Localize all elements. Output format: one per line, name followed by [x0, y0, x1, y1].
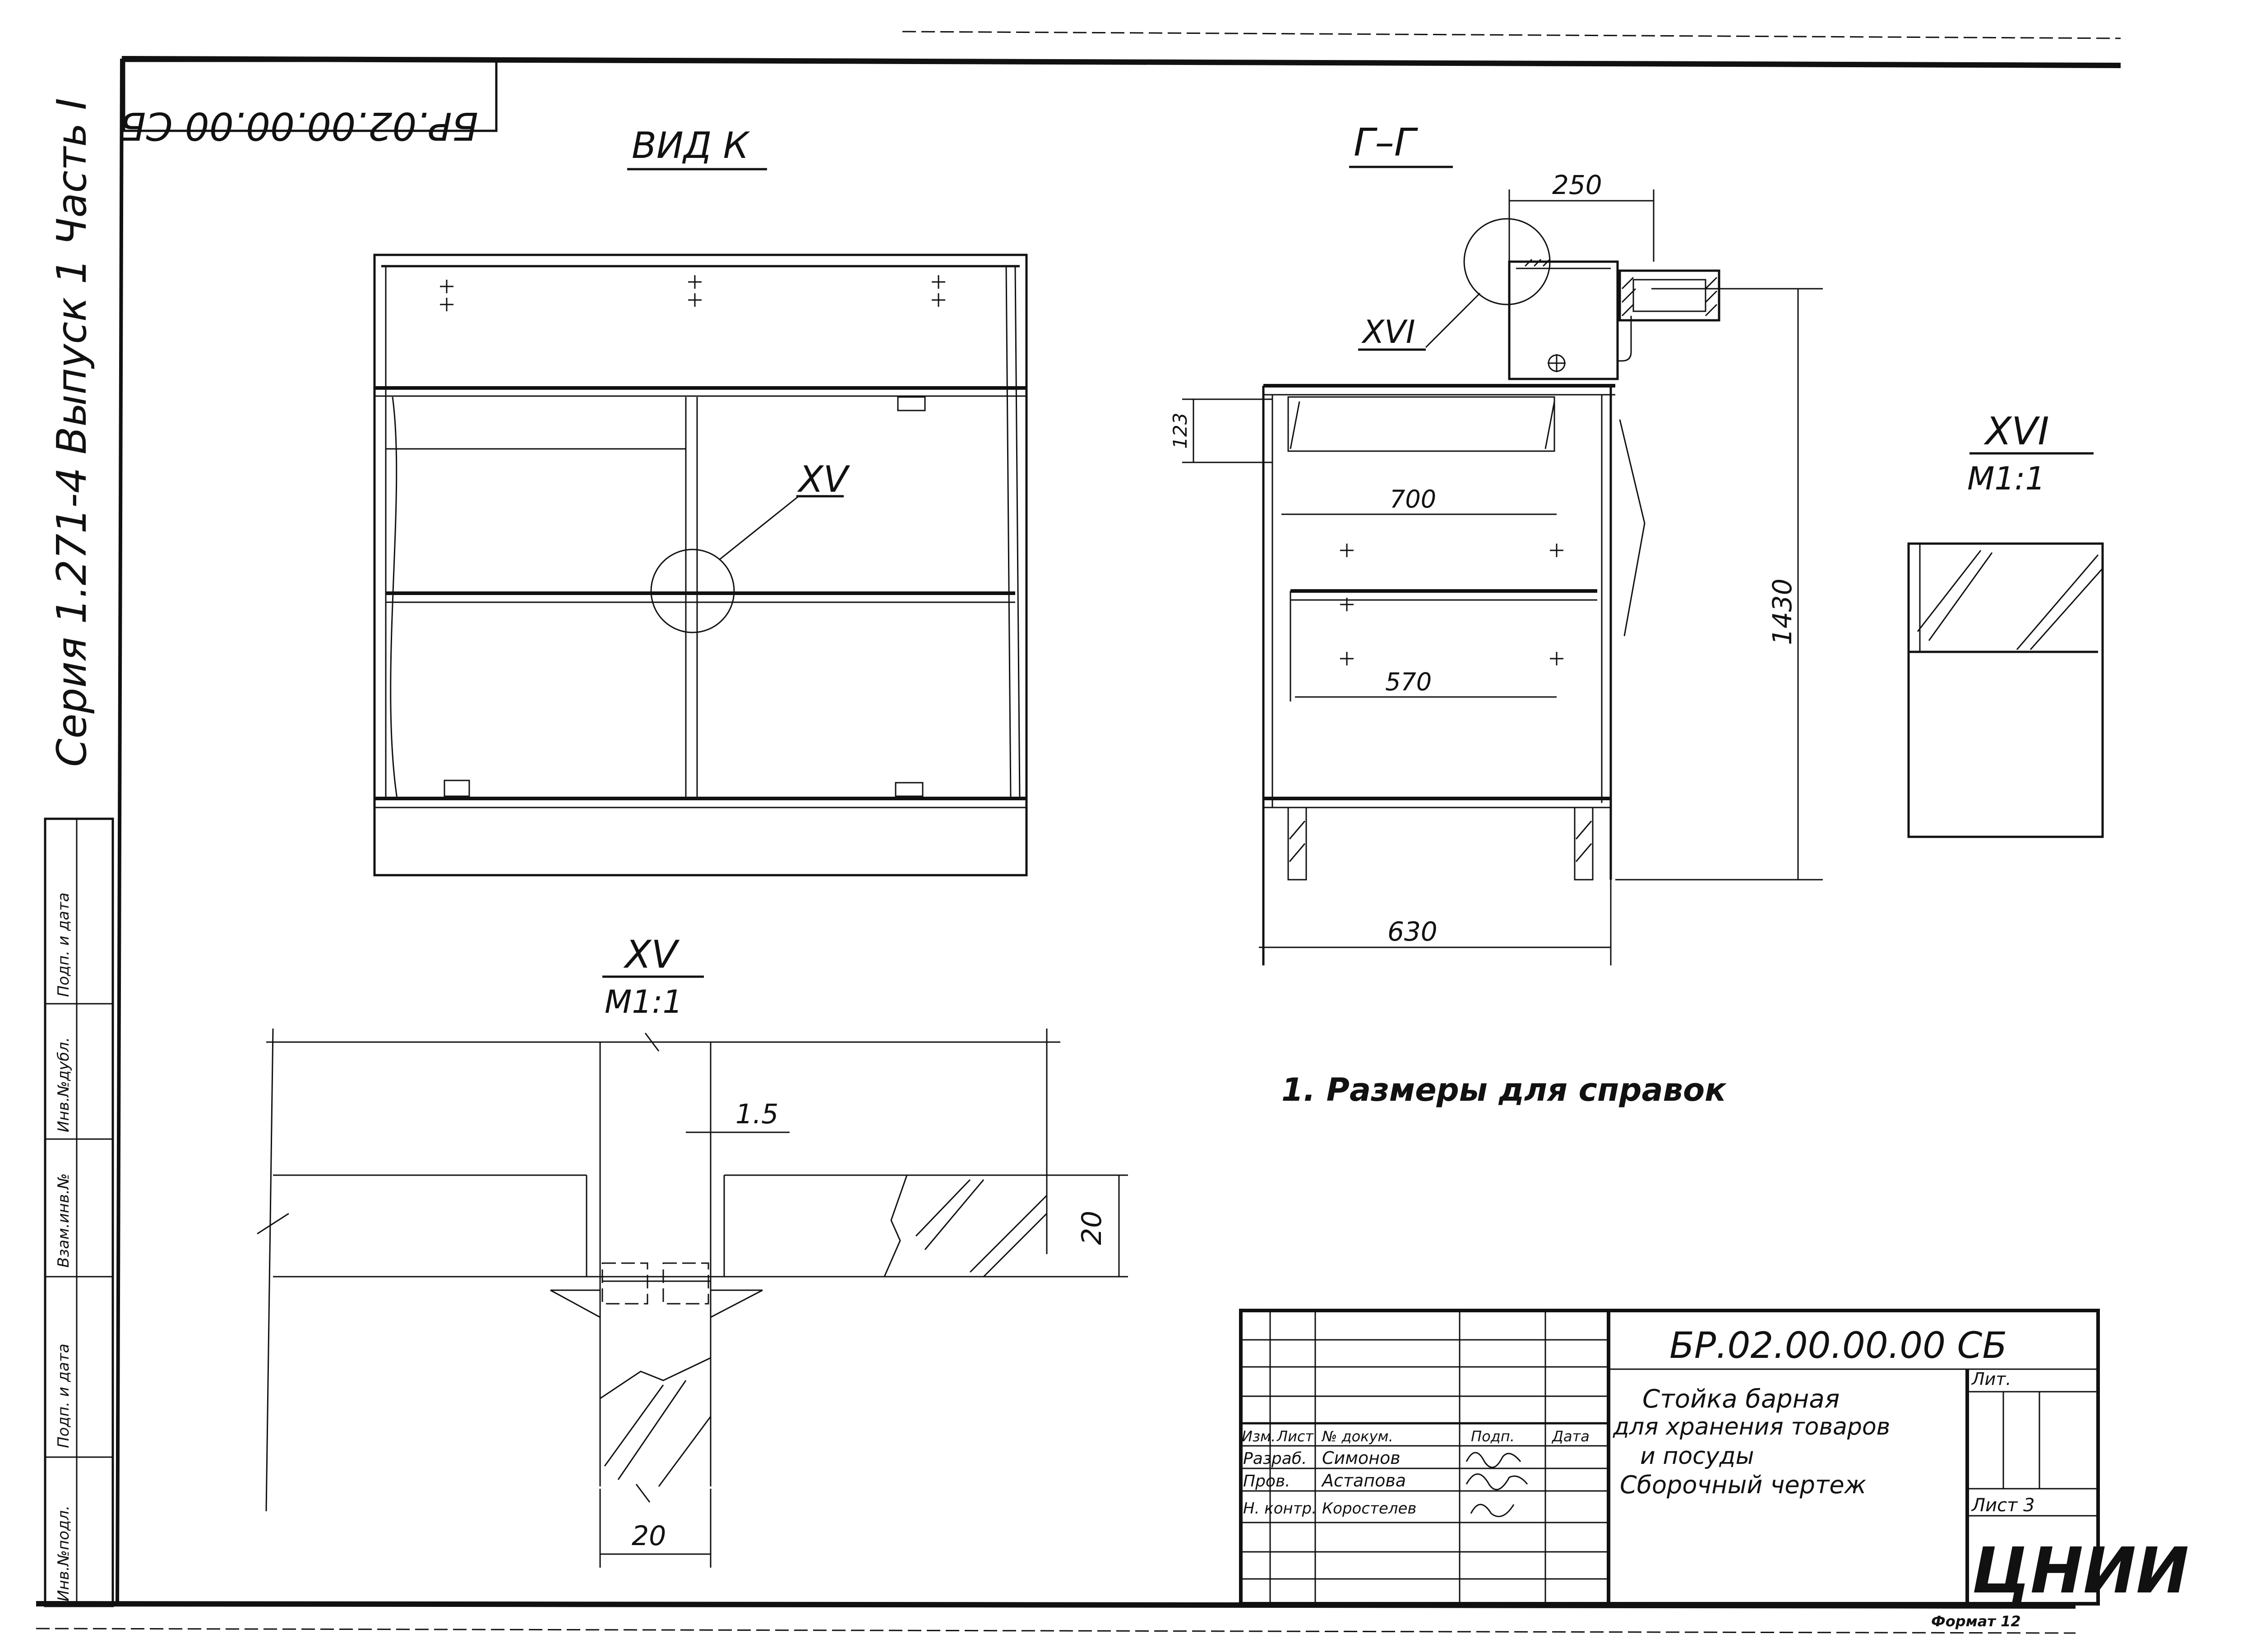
tb-role-checker: Пров. — [1243, 1472, 1290, 1490]
signature-normcontrol — [1470, 1504, 1515, 1518]
tb-name-checker: Астапова — [1321, 1471, 1406, 1490]
series-side-label: Серия 1.271-4 Выпуск 1 Часть I — [48, 98, 96, 767]
tb-title-line-2: для хранения товаров — [1613, 1413, 1890, 1440]
view-k: ВИД К XV — [373, 125, 1028, 877]
strip-label-4: Инв.№дубл. — [55, 1037, 73, 1132]
dim-250: 250 — [1552, 170, 1602, 200]
view-k-title: ВИД К — [632, 125, 750, 166]
tb-header-list: Лист — [1276, 1428, 1314, 1445]
dim-thickness: 20 — [1076, 1211, 1108, 1245]
tb-header-doc: № докум. — [1321, 1428, 1393, 1445]
tb-header-sign: Подп. — [1471, 1428, 1515, 1445]
tb-role-normcontrol: Н. контр. — [1243, 1500, 1317, 1518]
tb-header-izm: Изм. — [1242, 1428, 1276, 1445]
dim-570: 570 — [1385, 668, 1432, 696]
tb-title-line-3: и посуды — [1640, 1443, 1754, 1470]
strip-label-5: Подп. и дата — [55, 892, 73, 997]
dim-1430: 1430 — [1767, 578, 1798, 645]
strip-label-3: Взам.инв.№ — [55, 1173, 73, 1268]
title-block: Изм. Лист № докум. Подп. Дата Разраб. Си… — [1239, 1309, 2189, 1630]
tb-role-developer: Разраб. — [1243, 1449, 1307, 1468]
rotated-stamp: БР.02.00.00.00 СБ — [120, 60, 498, 148]
dim-630: 630 — [1387, 916, 1438, 947]
view-k-callout: XV — [797, 458, 851, 500]
left-approval-strip: Инв.№подл. Подп. и дата Взам.инв.№ Инв.№… — [44, 817, 114, 1607]
tb-header-date: Дата — [1551, 1428, 1590, 1445]
signature-developer — [1465, 1452, 1521, 1468]
tb-title-line-1: Стойка барная — [1642, 1384, 1840, 1414]
rotated-stamp-code: БР.02.00.00.00 СБ — [120, 103, 478, 148]
section-gg: Г–Г 250 XVI — [1169, 120, 1823, 965]
tb-sheet-label: Лист 3 — [1971, 1495, 2035, 1516]
tb-doc-code: БР.02.00.00.00 СБ — [1669, 1324, 2007, 1366]
tb-lit-label: Лит. — [1971, 1369, 2011, 1389]
dim-123: 123 — [1169, 413, 1191, 449]
dim-700: 700 — [1390, 485, 1436, 513]
signature-checker — [1465, 1473, 1528, 1490]
detail-xvi-title: XVI — [1983, 409, 2049, 454]
detail-xv-scale: М1:1 — [605, 983, 683, 1020]
strip-label-2: Подп. и дата — [55, 1343, 73, 1448]
section-gg-title: Г–Г — [1354, 120, 1418, 165]
detail-xv: XV М1:1 — [257, 932, 1128, 1568]
tb-organization: ЦНИИ — [1972, 1534, 2189, 1608]
detail-xv-title: XV — [623, 932, 680, 977]
strip-label-1: Инв.№подл. — [55, 1505, 73, 1601]
dim-gap: 1.5 — [735, 1098, 778, 1130]
detail-xvi: XVI М1:1 — [1907, 409, 2104, 838]
tb-name-normcontrol: Коростелев — [1322, 1500, 1416, 1518]
detail-xvi-scale: М1:1 — [1967, 460, 2045, 497]
note-reference-dims: 1. Размеры для справок — [1281, 1071, 1727, 1108]
dim-width: 20 — [632, 1520, 666, 1552]
tb-title-line-4: Сборочный чертеж — [1620, 1471, 1867, 1499]
tb-format: Формат 12 — [1931, 1613, 2021, 1630]
section-gg-callout: XVI — [1361, 314, 1415, 351]
tb-name-developer: Симонов — [1322, 1448, 1401, 1468]
